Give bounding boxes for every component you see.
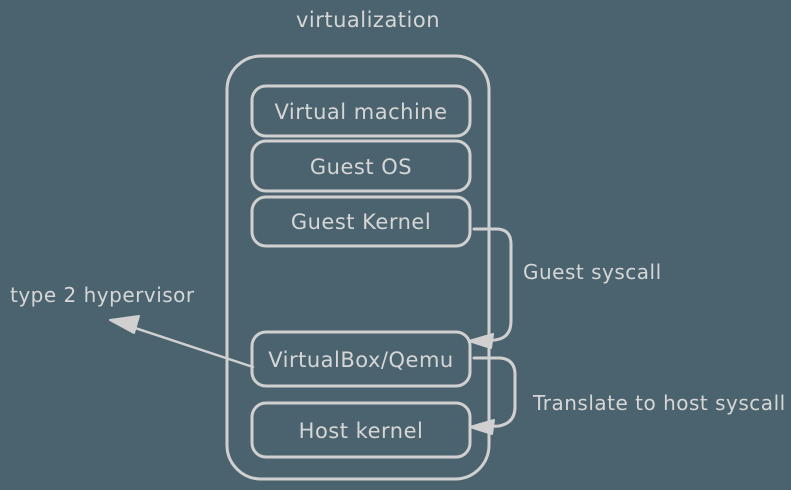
node-virtualbox-qemu-box [250, 330, 472, 388]
arrow-guest-syscall-path [472, 227, 513, 343]
node-virtual-machine-label: Virtual machine [274, 100, 447, 124]
node-guest-kernel-label: Guest Kernel [291, 210, 431, 234]
node-guest-kernel: Guest Kernel [250, 195, 472, 248]
arrow-type-2-hypervisor-line [118, 321, 255, 369]
translate-to-host-syscall-label: Translate to host syscall [532, 391, 786, 415]
arrow-translate-to-host-syscall-head [469, 419, 495, 435]
arrow-type-2-hypervisor-head [109, 315, 140, 334]
node-guest-kernel-box [250, 195, 472, 248]
arrow-translate-to-host-syscall [469, 356, 517, 435]
node-host-kernel-box [250, 401, 472, 459]
node-host-kernel-label: Host kernel [299, 419, 424, 443]
arrow-translate-to-host-syscall-path [472, 356, 517, 429]
node-guest-os-box [250, 139, 472, 193]
guest-syscall-label: Guest syscall [523, 260, 662, 284]
arrow-guest-syscall-head [468, 333, 494, 349]
node-host-kernel: Host kernel [250, 401, 472, 459]
node-guest-os: Guest OS [250, 139, 472, 193]
arrow-guest-syscall [468, 227, 513, 349]
diagram-title: virtualization [296, 8, 440, 32]
node-virtual-machine-box [250, 84, 472, 138]
node-virtualbox-qemu-label: VirtualBox/Qemu [268, 348, 453, 372]
arrow-type-2-hypervisor [109, 315, 255, 369]
virtualization-container-box [225, 54, 491, 481]
node-guest-os-label: Guest OS [310, 155, 412, 179]
type-2-hypervisor-label: type 2 hypervisor [10, 283, 195, 307]
node-virtualbox-qemu: VirtualBox/Qemu [250, 330, 472, 388]
node-virtual-machine: Virtual machine [250, 84, 472, 138]
